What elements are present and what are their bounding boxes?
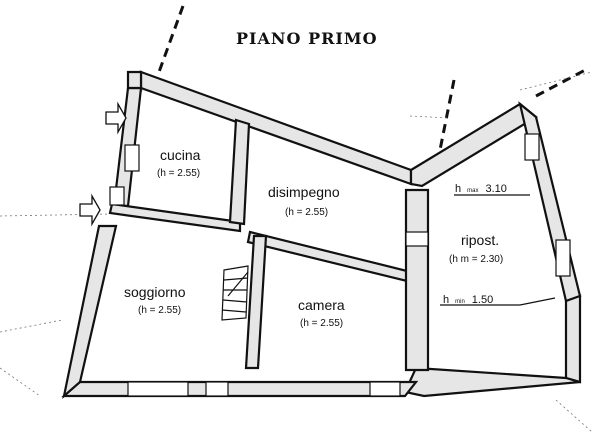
height-min-prefix: h — [443, 294, 449, 306]
svg-text:h min 1.50: h min 1.50 — [443, 290, 493, 307]
interior-walls — [108, 118, 430, 372]
height-max-sub: max — [467, 188, 478, 194]
entrance-arrow-lower — [79, 193, 101, 227]
room-height-ripostiglio: (h m = 2.30) — [449, 254, 503, 265]
room-name-ripostiglio: ripost. — [461, 232, 499, 248]
room-camera: camera (h = 2.55) — [298, 297, 345, 329]
height-marker-min: h min 1.50 — [440, 290, 556, 307]
height-min-sub: min — [455, 299, 465, 305]
height-min-value: 1.50 — [472, 294, 493, 306]
windows — [109, 133, 571, 397]
room-soggiorno: soggiorno (h = 2.55) — [124, 284, 186, 316]
room-height-disimpegno: (h = 2.55) — [285, 207, 328, 218]
height-max-value: 3.10 — [485, 183, 506, 195]
room-name-camera: camera — [298, 297, 345, 313]
room-height-cucina: (h = 2.55) — [157, 168, 200, 179]
room-height-soggiorno: (h = 2.55) — [138, 305, 181, 316]
room-cucina: cucina (h = 2.55) — [157, 147, 201, 179]
room-name-soggiorno: soggiorno — [124, 284, 186, 300]
height-marker-max: h max 3.10 — [454, 179, 530, 196]
outer-walls — [61, 70, 582, 399]
svg-text:h max 3.10: h max 3.10 — [455, 179, 507, 196]
room-ripostiglio: ripost. (h m = 2.30) — [449, 232, 503, 265]
room-disimpegno: disimpegno (h = 2.55) — [268, 184, 340, 218]
room-name-cucina: cucina — [160, 147, 201, 163]
entrance-arrow-upper — [105, 101, 127, 135]
plan-title: PIANO PRIMO — [236, 29, 378, 48]
property-boundaries — [0, 5, 592, 433]
entrance-arrows — [79, 101, 127, 227]
room-height-camera: (h = 2.55) — [300, 318, 343, 329]
height-max-prefix: h — [455, 183, 461, 195]
room-name-disimpegno: disimpegno — [268, 184, 340, 200]
